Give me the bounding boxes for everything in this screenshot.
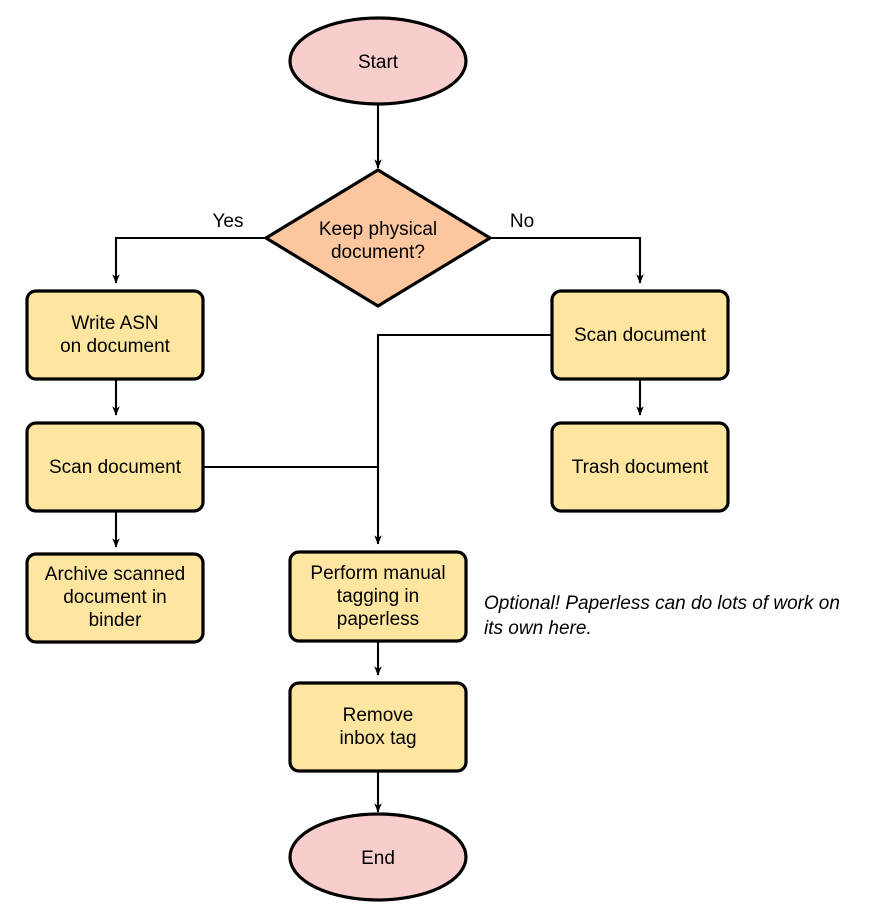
decision-label-line1: Keep physical [319,219,437,240]
remove-inbox-label-line1: Remove [343,705,414,726]
node-scan-document-right[interactable]: Scan document [550,289,730,381]
node-end[interactable]: End [288,812,468,902]
node-decision-keep-physical-document[interactable]: Keep physical document? [264,168,492,308]
trash-document-box [550,421,730,513]
decision-diamond [264,168,492,308]
scan-document-left-box [25,421,205,513]
edge-scan-right-to-tagging [374,333,552,545]
edge-label-yes: Yes [213,211,244,232]
annotation-line1: Optional! Paperless can do lots of work … [484,593,840,614]
archive-label-line2: document in [63,587,167,608]
write-asn-label-line2: on document [60,336,171,357]
edge-label-no: No [510,211,534,232]
node-write-asn-on-document[interactable]: Write ASN on document [25,289,205,381]
tagging-label-line3: paperless [337,609,419,630]
archive-label-line3: binder [89,610,142,631]
end-ellipse [288,812,468,902]
archive-box [25,552,205,644]
tagging-label-line2: tagging in [337,586,419,607]
write-asn-label-line1: Write ASN [71,313,158,334]
end-label: End [361,848,395,869]
annotation-optional-paperless: Optional! Paperless can do lots of work … [484,593,840,639]
scan-document-left-label: Scan document [49,457,182,478]
remove-inbox-label-line2: inbox tag [339,728,416,749]
edge-decision-yes-to-write-asn [112,236,266,284]
edge-decision-no-to-scan-right [490,236,644,284]
tagging-label-line1: Perform manual [310,563,445,584]
write-asn-box [25,289,205,381]
scan-document-right-box [550,289,730,381]
decision-label-line2: document? [331,242,425,263]
node-archive-scanned-document[interactable]: Archive scanned document in binder [25,552,205,644]
node-perform-manual-tagging[interactable]: Perform manual tagging in paperless [288,550,468,643]
start-label: Start [358,52,399,73]
start-ellipse [288,16,468,106]
edges-layer [112,103,644,813]
annotation-line2: its own here. [484,618,592,639]
node-remove-inbox-tag[interactable]: Remove inbox tag [288,681,468,773]
scan-document-right-label: Scan document [574,325,707,346]
remove-inbox-tag-box [288,681,468,773]
node-start[interactable]: Start [288,16,468,106]
tagging-box [288,550,468,643]
node-scan-document-left[interactable]: Scan document [25,421,205,513]
archive-label-line1: Archive scanned [45,564,185,585]
trash-document-label: Trash document [572,457,709,478]
node-trash-document[interactable]: Trash document [550,421,730,513]
